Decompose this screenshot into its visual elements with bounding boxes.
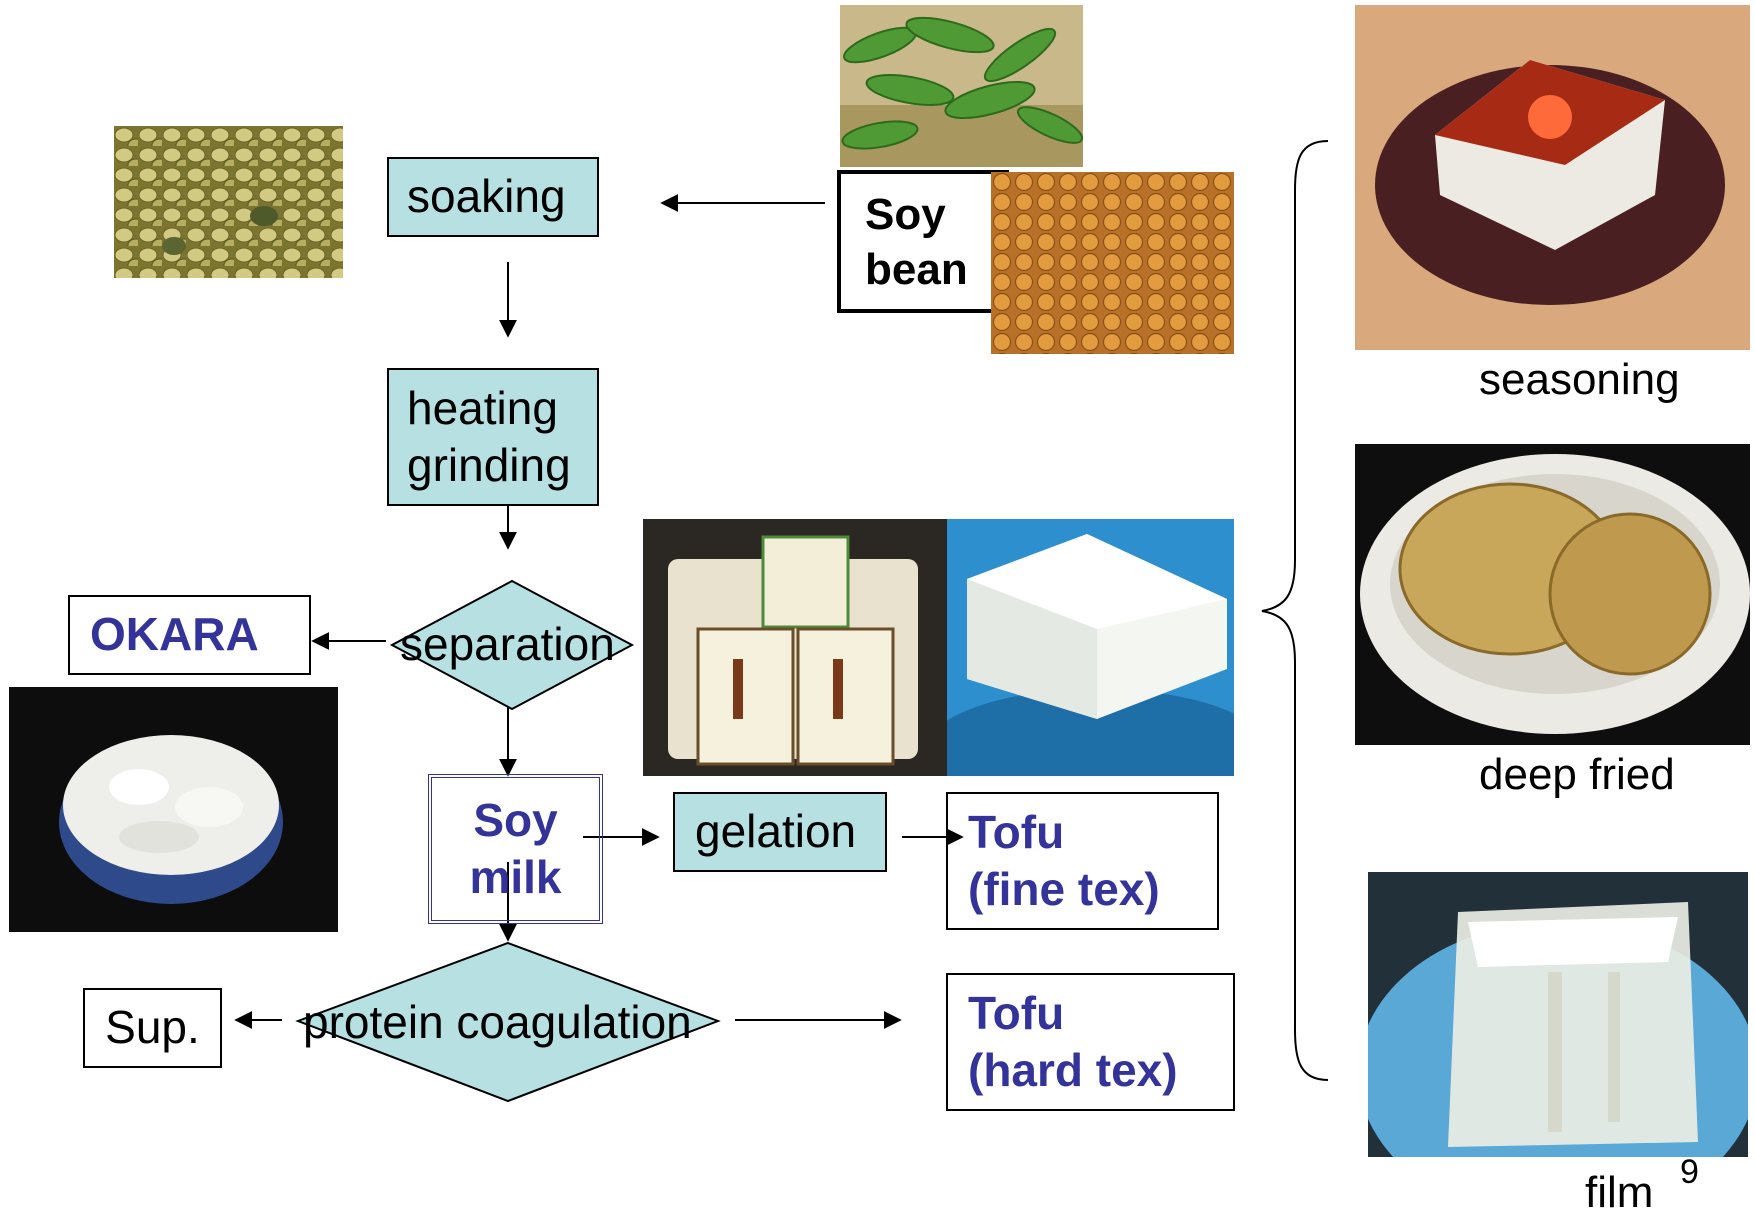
tofu-hard-box: Tofu (hard tex) [946,973,1235,1111]
separation-diamond [389,579,635,711]
soy-bean-line1: Soy [865,189,946,239]
soy-milk-box: Soy milk [428,774,603,924]
deep-fried-label: deep fried [1479,750,1675,799]
edamame-photo [840,5,1083,167]
gelation-label: gelation [695,805,857,858]
grinding-label: grinding [407,439,571,491]
seasoning-photo [1355,5,1750,350]
yuba-film [1368,902,1748,1157]
page-number: 9 [1680,1153,1699,1191]
curly-brace [1261,140,1329,1081]
dry-beans-pattern [991,172,1234,354]
heating-label: heating [407,381,558,434]
tofu-package-photo [643,519,947,776]
edamame-pods [840,16,1083,167]
soaking-label: soaking [407,170,566,223]
okara-label: OKARA [90,608,259,661]
tofu-packages [668,535,918,766]
soy-milk-line1: Soy [473,793,558,846]
film-label: film [1585,1168,1654,1217]
soaked-beans-pattern [114,126,343,278]
heating-grinding-step: heating grinding [387,368,599,506]
dry-soybeans-photo [991,172,1234,354]
okara-photo [9,687,338,932]
tofu-fine-box: Tofu (fine tex) [946,792,1219,930]
soy-milk-line2: milk [469,851,562,903]
deep-fried-bowl [1360,454,1750,734]
soaking-step: soaking [387,157,599,237]
sup-label: Sup. [105,1001,200,1054]
tofu-fine-line1: Tofu [968,805,1065,858]
seasoned-tofu [1375,60,1725,305]
deep-fried-photo [1355,444,1750,745]
tofu-block-photo [947,519,1234,776]
soy-bean-line2: bean [865,244,968,294]
film-photo [1368,872,1748,1157]
seasoning-label: seasoning [1479,355,1680,404]
tofu-block [947,534,1234,776]
tofu-hard-line1: Tofu [968,986,1065,1039]
soaked-soybeans-photo [114,126,343,278]
okara-box: OKARA [68,595,311,675]
coagulation-diamond [295,941,721,1103]
gelation-step: gelation [673,792,887,872]
soy-bean-box: Soy bean [837,170,1009,313]
okara-bowl [59,735,283,904]
separation-label: separation [400,618,615,670]
tofu-fine-line2: (fine tex) [968,863,1160,915]
sup-box: Sup. [83,988,222,1068]
protein-coagulation-label: protein coagulation [303,996,692,1048]
tofu-hard-line2: (hard tex) [968,1044,1178,1096]
